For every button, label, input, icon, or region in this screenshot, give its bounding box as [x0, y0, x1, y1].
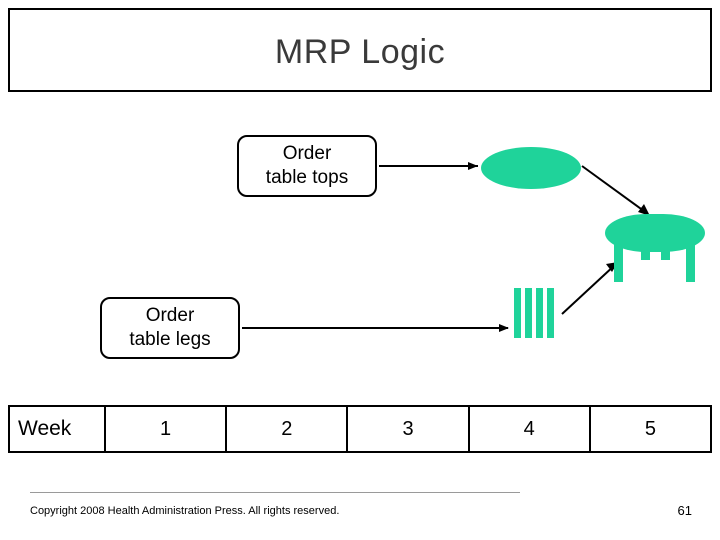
- table-top-ellipse-icon: [481, 147, 581, 189]
- assembled-table-leg-4: [686, 242, 695, 282]
- week-cell-3: 3: [348, 407, 470, 451]
- assembled-table-leg-3: [661, 242, 670, 260]
- box-order-table-tops-line2: table tops: [265, 167, 349, 188]
- table-leg-bar-1: [514, 288, 521, 338]
- footer-copyright: Copyright 2008 Health Administration Pre…: [30, 505, 340, 517]
- week-cell-4: 4: [470, 407, 591, 451]
- slide-title-bar: MRP Logic: [8, 8, 712, 92]
- table-legs-bars-icon: [514, 288, 559, 338]
- box-order-table-legs-line1: Order: [145, 304, 195, 326]
- box-order-table-legs-line2: table legs: [129, 329, 211, 350]
- week-cell-2: 2: [227, 407, 349, 451]
- assembled-table-leg-1: [614, 242, 623, 282]
- week-table-label: Week: [10, 407, 106, 451]
- box-order-table-tops-line1: Order: [282, 142, 332, 164]
- assembled-table-leg-2: [641, 242, 650, 260]
- slide-body: Order table tops Order table legs: [0, 92, 720, 472]
- footer-page-number: 61: [677, 503, 692, 518]
- box-order-table-tops: Order table tops: [237, 135, 377, 197]
- week-cell-5: 5: [644, 417, 656, 440]
- assembled-table-icon: [605, 214, 705, 286]
- page-title: MRP Logic: [274, 33, 446, 71]
- table-leg-bar-3: [536, 288, 543, 338]
- table-leg-bar-2: [525, 288, 532, 338]
- footer-divider: [30, 492, 520, 493]
- box-order-table-legs: Order table legs: [100, 297, 240, 359]
- table-leg-bar-4: [547, 288, 554, 338]
- week-table: Week 1 2 3 4 5: [8, 405, 712, 453]
- week-cell-1: 1: [106, 407, 228, 451]
